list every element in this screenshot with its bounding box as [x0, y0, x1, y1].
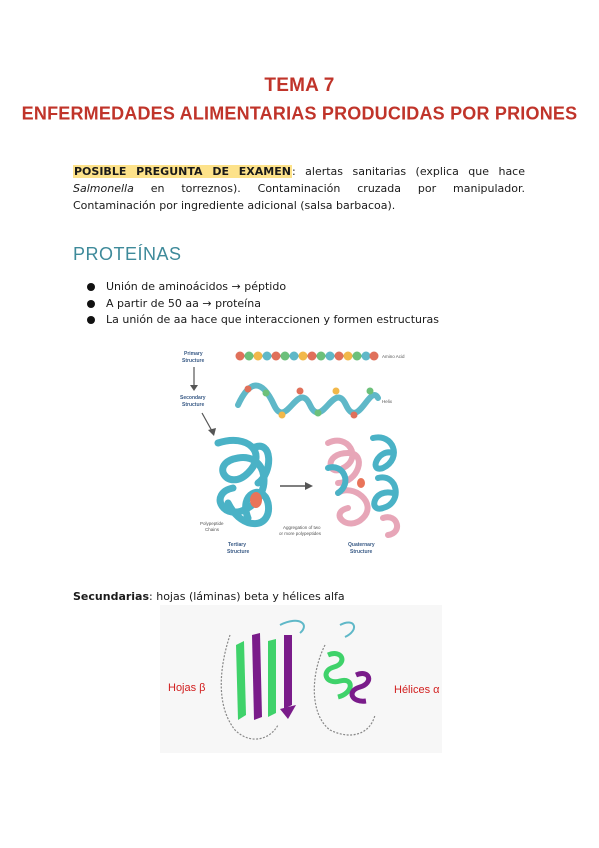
beta-sheet — [220, 619, 305, 740]
bullet-list: Unión de aminoácidos → péptido A partir … — [86, 279, 439, 329]
doc-subtitle: ENFERMEDADES ALIMENTARIAS PRODUCIDAS POR… — [21, 102, 578, 124]
arrow-head — [208, 428, 216, 436]
aggregation-label-2: or more polypeptides — [279, 531, 322, 536]
list-item: A partir de 50 aa → proteína — [86, 296, 439, 312]
exam-text-b: en torreznos). Contaminación cruzada por… — [73, 182, 525, 212]
helix-ribbon — [235, 382, 381, 419]
tertiary-label-2: Structure — [227, 549, 249, 555]
tertiary-highlight — [250, 492, 262, 508]
arrow-head — [190, 385, 198, 391]
helix-label: Helix — [382, 399, 393, 404]
aggregation-label: Aggregation of two — [283, 525, 321, 530]
primary-label: Primary — [184, 351, 203, 357]
alpha-helix — [313, 621, 376, 736]
alpha-helix-label: Hélices α — [394, 684, 440, 696]
secondary-label: Secondary — [180, 395, 206, 401]
list-item: Unión de aminoácidos → péptido — [86, 279, 439, 295]
arrow-head — [305, 482, 313, 490]
amino-acid-label: Amino Acid — [382, 354, 405, 359]
exam-highlight: POSIBLE PREGUNTA DE EXAMEN — [73, 165, 292, 178]
section-title: PROTEÍNAS — [73, 244, 182, 264]
quaternary-highlight — [357, 478, 365, 488]
primary-label-2: Structure — [182, 358, 204, 364]
secundarias-line: Secundarias: hojas (láminas) beta y héli… — [73, 590, 345, 603]
list-item: La unión de aa hace que interaccionen y … — [86, 312, 439, 328]
quaternary-label-2: Structure — [350, 549, 372, 555]
polypeptide-label: Polypeptide — [200, 521, 224, 526]
doc-title: TEMA 7 — [264, 75, 335, 96]
polypeptide-label-2: Chains — [205, 527, 220, 532]
exam-colon: : — [291, 165, 296, 178]
beta-sheet-label: Hojas β — [168, 682, 206, 694]
secondary-structure-figure: Hojas β Hélices α — [160, 605, 442, 753]
tertiary-structure — [214, 436, 273, 528]
protein-structure-figure: Primary Structure Secondary Structure Am… — [178, 343, 418, 571]
quaternary-structure — [325, 434, 400, 538]
secondary-label-2: Structure — [182, 402, 204, 408]
tertiary-label: Tertiary — [228, 542, 246, 548]
amino-acid-chain — [235, 351, 379, 361]
exam-italic: Salmonella — [73, 182, 134, 195]
secundarias-label: Secundarias — [73, 590, 150, 603]
quaternary-label: Quaternary — [348, 542, 375, 548]
arrow-line — [201, 412, 213, 432]
secundarias-text: : hojas (láminas) beta y hélices alfa — [149, 590, 345, 603]
exam-paragraph: POSIBLE PREGUNTA DE EXAMEN: alertas sani… — [73, 163, 525, 214]
exam-text-a: alertas sanitarias (explica que hace — [295, 165, 526, 178]
